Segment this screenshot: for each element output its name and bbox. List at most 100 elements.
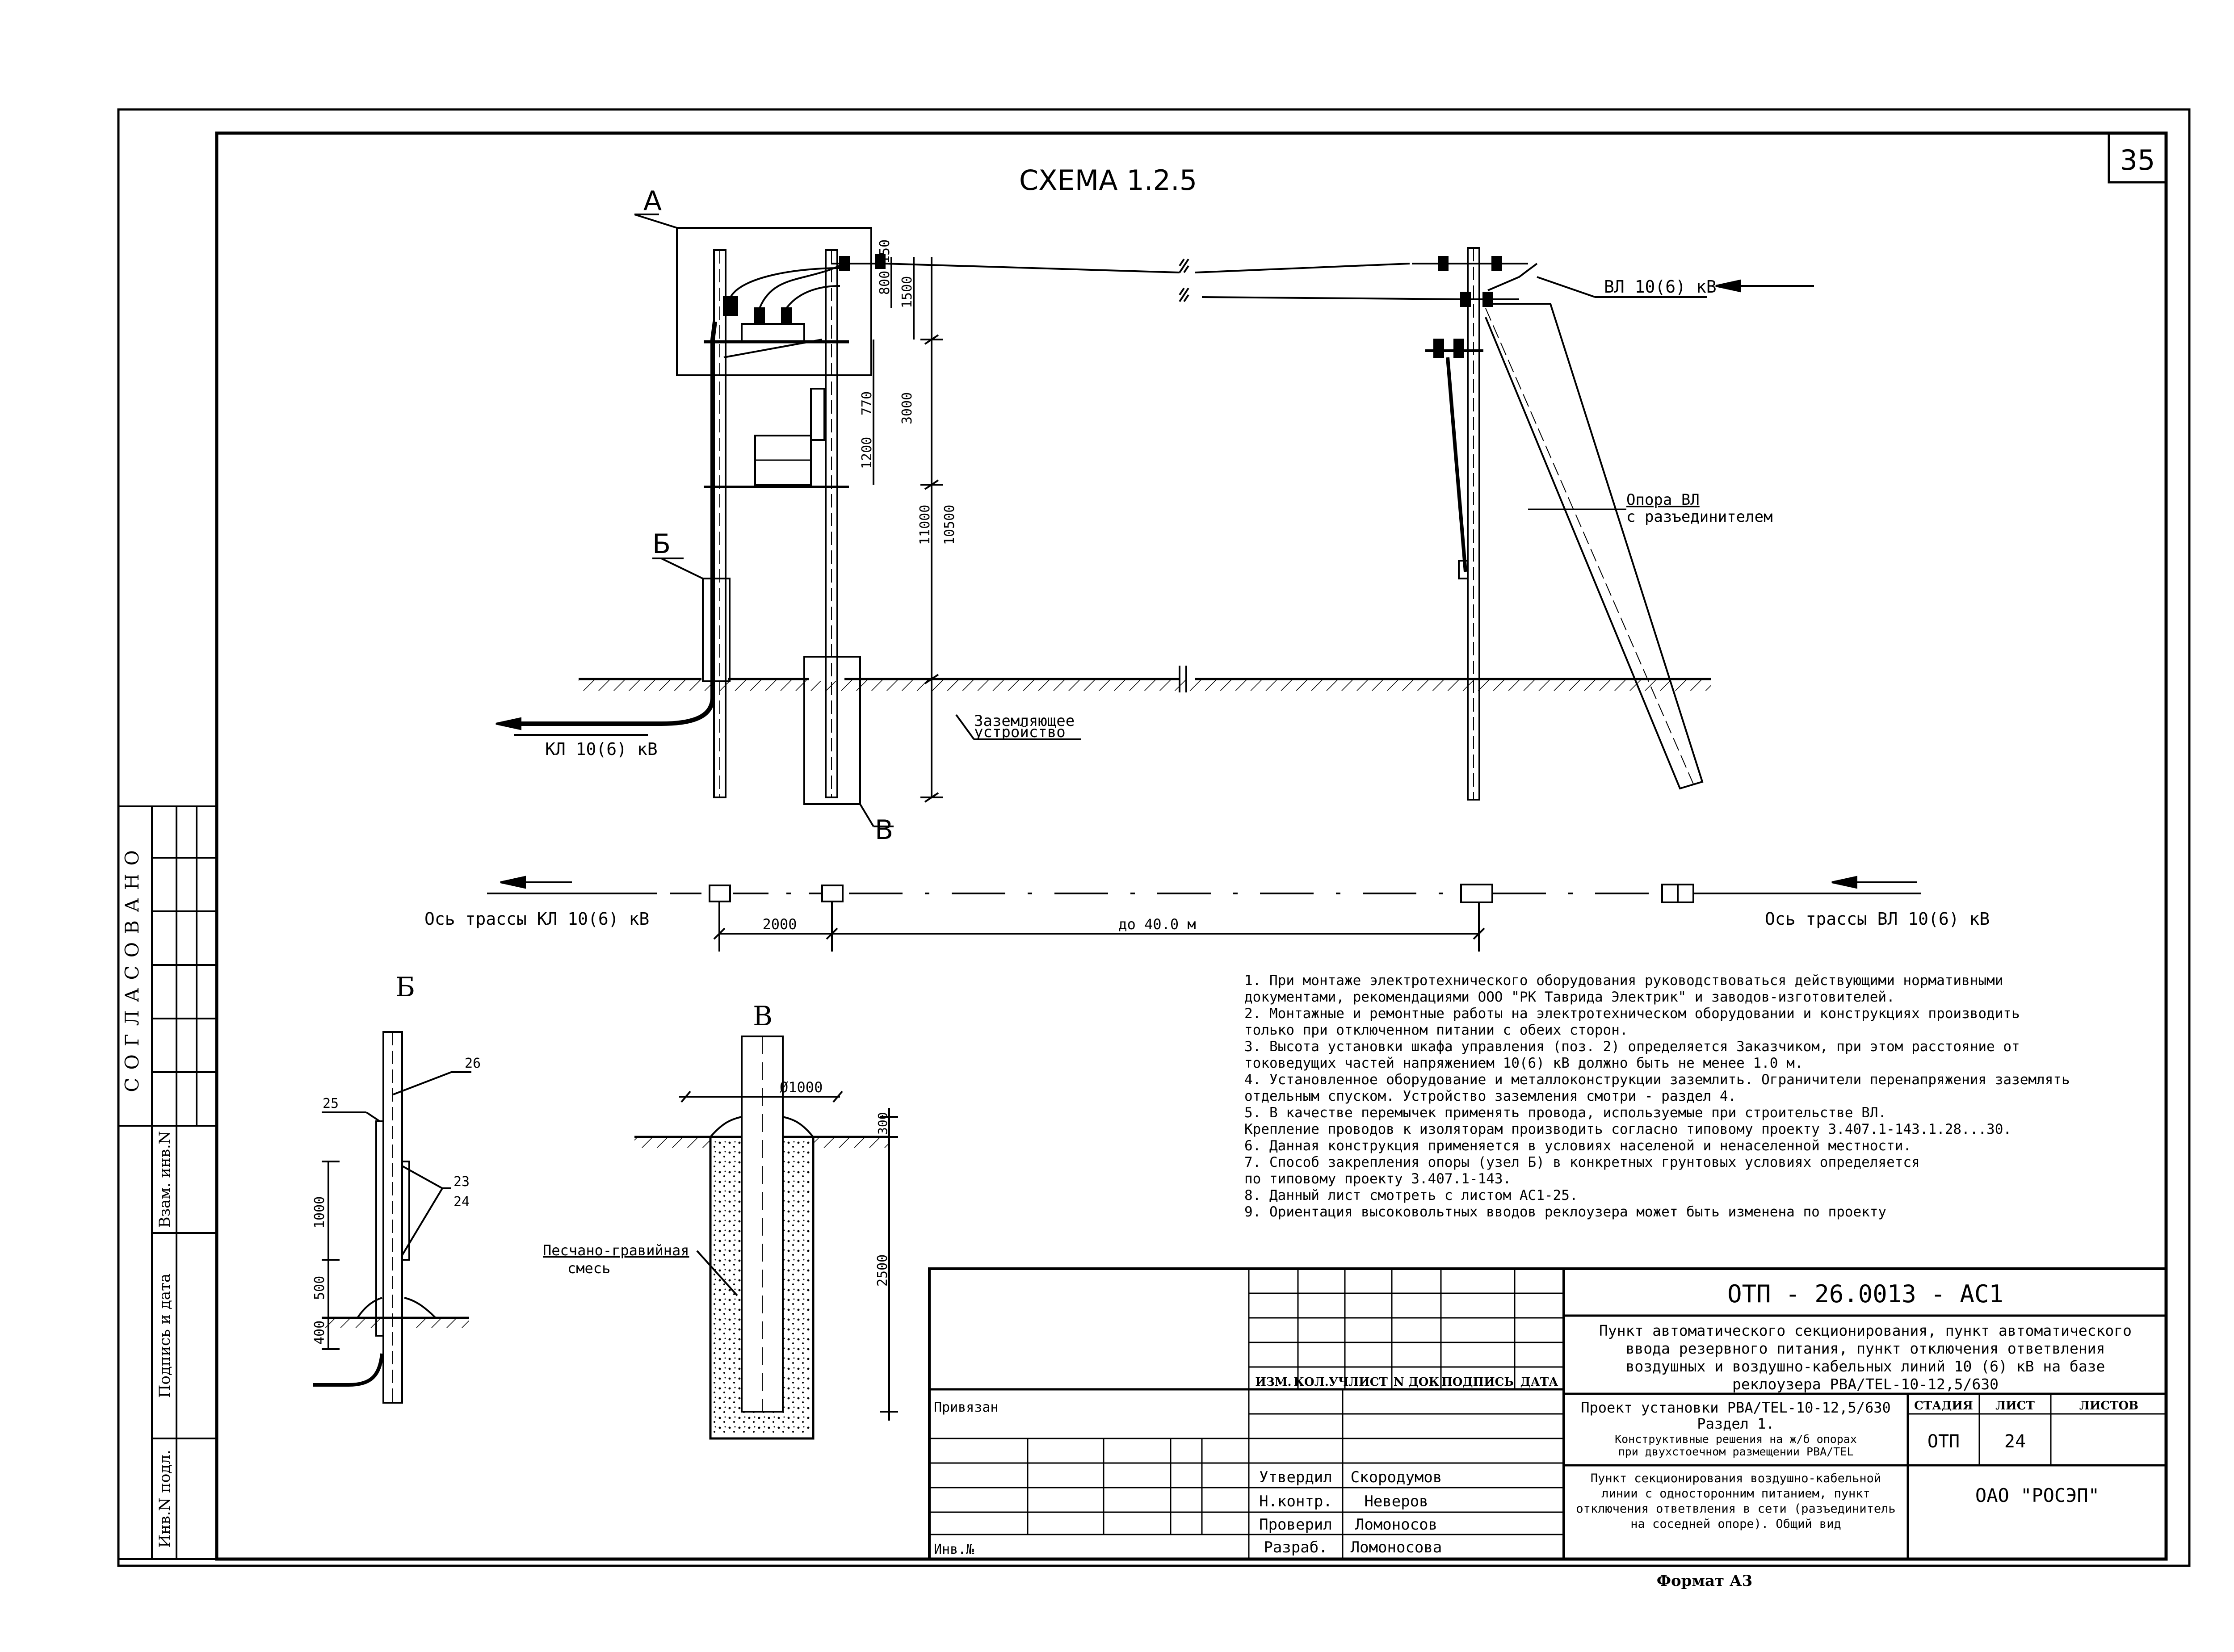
sheet-value: 24 bbox=[2004, 1431, 2026, 1452]
callout-a-box bbox=[676, 227, 872, 376]
main-elevation bbox=[496, 214, 1814, 827]
dim-1200: 1200 bbox=[859, 437, 875, 469]
grounding-label-1: Заземляющее bbox=[974, 712, 1075, 730]
section-sub-2: при двухстоечном размещении РВА/TEL bbox=[1618, 1445, 1854, 1458]
note-line: 1. При монтаже электротехнического обору… bbox=[1244, 973, 2003, 989]
format-label: Формат А3 bbox=[1657, 1572, 1753, 1590]
org-name: ОАО "РОСЭП" bbox=[1975, 1484, 2100, 1506]
detail-b bbox=[313, 1031, 471, 1404]
title-block bbox=[928, 1267, 2167, 1560]
disconnector-drive bbox=[1446, 357, 1467, 572]
kl-line-label: КЛ 10(6) кВ bbox=[545, 739, 658, 759]
stage-header: СТАДИЯ bbox=[1914, 1399, 1973, 1413]
pos-23: 23 bbox=[454, 1174, 470, 1190]
role-label: Разраб. bbox=[1264, 1539, 1327, 1556]
dim-150: 150 bbox=[877, 239, 893, 264]
note-line: 7. Способ закрепления опоры (узел Б) в к… bbox=[1244, 1154, 1920, 1170]
kl-arrow bbox=[496, 717, 521, 730]
project-label: Проект установки РВА/TEL-10-12,5/630 bbox=[1581, 1399, 1891, 1416]
dim-b-500: 500 bbox=[312, 1276, 328, 1300]
wire-top bbox=[884, 263, 1180, 273]
col-izm: ИЗМ. bbox=[1255, 1375, 1291, 1389]
pit-outline bbox=[709, 1137, 815, 1440]
page-title: СХЕМА 1.2.5 bbox=[1019, 164, 1197, 197]
notes-block: 1. При монтаже электротехнического обору… bbox=[1244, 973, 2070, 1220]
detail-b-pole bbox=[382, 1031, 403, 1404]
cable-riser bbox=[514, 321, 717, 726]
role-name: Неверов bbox=[1364, 1493, 1428, 1510]
axis-vl-label: Ось трассы ВЛ 10(6) кВ bbox=[1765, 909, 1990, 929]
side-stamp bbox=[118, 805, 218, 1560]
sheets-header: ЛИСТОВ bbox=[2079, 1399, 2138, 1413]
callout-v-box bbox=[803, 656, 861, 805]
role-name: Ломоносова bbox=[1351, 1539, 1442, 1556]
vl-line-label: ВЛ 10(6) кВ bbox=[1604, 277, 1717, 297]
sheet-number-box bbox=[2108, 132, 2167, 184]
privyazan-label: Привязан bbox=[934, 1400, 999, 1415]
dim-10500: 10500 bbox=[942, 505, 957, 545]
note-line: Крепление проводов к изоляторам производ… bbox=[1244, 1121, 2011, 1137]
pole-strut bbox=[1485, 303, 1704, 790]
sheet-desc-line: отключения ответвления в сети (разъедини… bbox=[1576, 1502, 1895, 1516]
callout-v-label: В bbox=[875, 814, 893, 846]
dim-v-300: 300 bbox=[875, 1112, 890, 1135]
callout-b-label: Б bbox=[652, 528, 671, 560]
ground-hatch bbox=[579, 679, 1711, 691]
role-name: Скородумов bbox=[1351, 1468, 1442, 1486]
section-sub-1: Конструктивные решения на ж/б опорах bbox=[1615, 1433, 1857, 1446]
detail-v-title: В bbox=[753, 1001, 773, 1032]
cable-protection-b bbox=[702, 578, 731, 682]
span-40: до 40.0 м bbox=[1118, 916, 1196, 933]
col-kolvo: КОЛ.УЧ bbox=[1293, 1375, 1348, 1389]
detail-v bbox=[634, 1036, 898, 1440]
support-label-1: Опора ВЛ bbox=[1626, 491, 1700, 509]
doc-desc-line: Пункт автоматического секционирования, п… bbox=[1599, 1322, 2132, 1339]
note-line: 9. Ориентация высоковольтных вводов рекл… bbox=[1244, 1204, 1886, 1220]
dim-v-2500: 2500 bbox=[875, 1254, 890, 1287]
inv-orig-label: Инв.N подл. bbox=[156, 1450, 174, 1547]
inv-no-label: Инв.№ bbox=[934, 1542, 974, 1557]
doc-desc-line: реклоузера РВА/TEL-10-12,5/630 bbox=[1732, 1375, 1999, 1393]
note-line: только при отключенном питании с обеих с… bbox=[1244, 1022, 1628, 1038]
dim-770: 770 bbox=[859, 391, 875, 415]
col-ndok: N ДОК bbox=[1394, 1375, 1440, 1389]
agreed-label: СОГЛАСОВАНО bbox=[121, 842, 143, 1092]
control-cabinet-small bbox=[810, 388, 825, 441]
support-label-2: с разъединителем bbox=[1626, 508, 1773, 526]
col-list: ЛИСТ bbox=[1348, 1375, 1388, 1389]
route-axis bbox=[487, 876, 1921, 952]
note-line: отдельным спуском. Устройство заземления… bbox=[1244, 1088, 1736, 1104]
height-dims: 800 150 1500 3000 770 1200 11000 10500 bbox=[859, 239, 957, 545]
dim-b-1000: 1000 bbox=[312, 1196, 328, 1229]
inv-replace-label: Взам. инв.N bbox=[156, 1131, 174, 1228]
role-label: Утвердил bbox=[1259, 1468, 1332, 1486]
dim-1500: 1500 bbox=[899, 276, 915, 308]
sign-date-label: Подпись и дата bbox=[156, 1274, 174, 1398]
dim-800: 800 bbox=[877, 271, 893, 295]
section-label: Раздел 1. bbox=[1697, 1415, 1774, 1432]
pos-26: 26 bbox=[465, 1056, 481, 1071]
note-line: 6. Данная конструкция применяется в усло… bbox=[1244, 1138, 1911, 1154]
doc-code: ОТП - 26.0013 - АС1 bbox=[1727, 1280, 2003, 1308]
role-label: Н.контр. bbox=[1259, 1493, 1332, 1510]
axis-pole-2 bbox=[821, 885, 844, 902]
dim-11000: 11000 bbox=[917, 505, 933, 545]
axis-pole-1 bbox=[709, 885, 731, 902]
note-line: токоведущих частей напряжением 10(6) кВ … bbox=[1244, 1055, 1803, 1071]
fill-label-2: смесь bbox=[567, 1260, 610, 1277]
axis-pole-3 bbox=[1460, 884, 1493, 903]
sheet-desc-line: Пункт секционирования воздушно-кабельной bbox=[1591, 1472, 1881, 1485]
span-2000: 2000 bbox=[762, 916, 797, 933]
sheet-desc-line: на соседней опоре). Общий вид bbox=[1630, 1517, 1841, 1531]
axis-kl-label: Ось трассы КЛ 10(6) кВ bbox=[424, 909, 649, 929]
dim-3000: 3000 bbox=[899, 392, 915, 424]
stage-value: ОТП bbox=[1927, 1431, 1960, 1452]
recloser-module bbox=[741, 323, 805, 343]
note-line: 5. В качестве перемычек применять провод… bbox=[1244, 1105, 1886, 1121]
note-line: по типовому проекту 3.407.1-143. bbox=[1244, 1171, 1511, 1187]
note-line: 2. Монтажные и ремонтные работы на элект… bbox=[1244, 1006, 2020, 1022]
sheet-desc-line: линии с односторонним питанием, пункт bbox=[1601, 1487, 1870, 1501]
dim-b-400: 400 bbox=[312, 1321, 328, 1345]
grounding-label-2: устройство bbox=[974, 723, 1066, 741]
doc-desc-line: воздушных и воздушно-кабельных линий 10 … bbox=[1626, 1358, 2105, 1375]
